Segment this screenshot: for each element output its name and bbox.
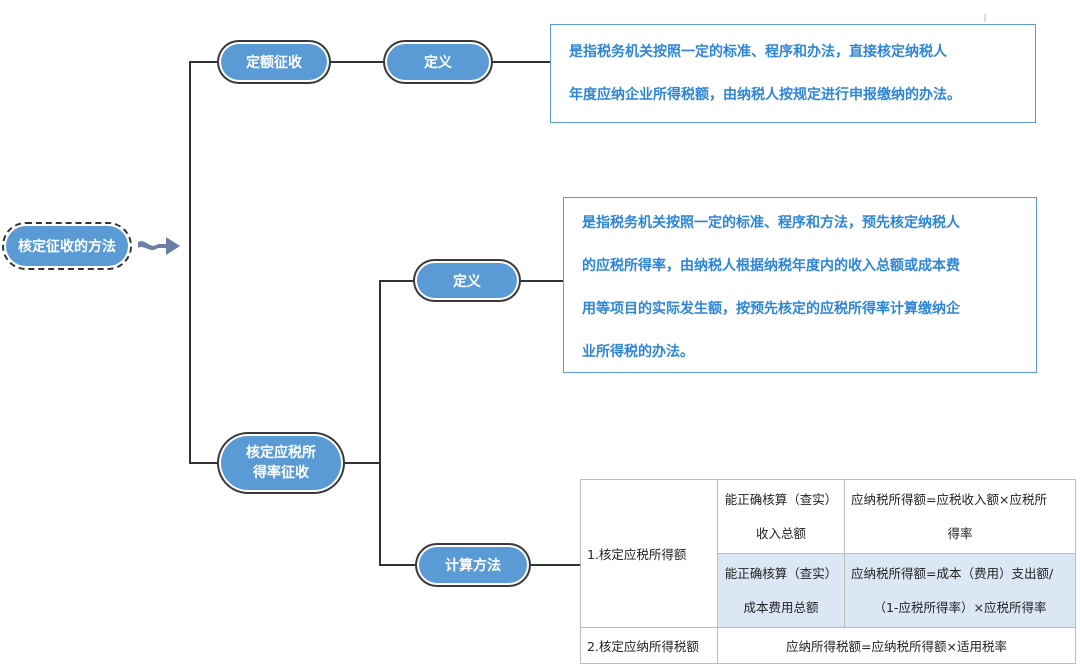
table-cell-revenue-formula: 应纳税所得额=应税收入额×应税所得率 <box>844 479 1076 554</box>
calc-table: 1.核定应税所得额 能正确核算（查实）收入总额 应纳税所得额=应税收入额×应税所… <box>580 479 1076 664</box>
definition1-line: 是指税务机关按照一定的标准、程序和办法，直接核定纳税人 <box>569 44 947 60</box>
branch-fixed-amount-label: 定额征收 <box>246 55 302 71</box>
definition2-line: 用等项目的实际发生额，按预先核定的应税所得率计算缴纳企 <box>582 301 960 317</box>
branch-rate-node[interactable]: 核定应税所 得率征收 <box>221 436 341 490</box>
definition2-line: 的应税所得率，由纳税人根据纳税年度内的收入总额或成本费 <box>582 258 960 274</box>
branch-rate-label-line1: 核定应税所 <box>246 445 316 461</box>
branch-fixed-amount-node[interactable]: 定额征收 <box>221 44 327 80</box>
trunk-line <box>189 61 220 464</box>
table-row3-formula: 应纳所得税额=应纳税所得额×适用税率 <box>717 627 1076 664</box>
table-cell-revenue: 能正确核算（查实）收入总额 <box>717 479 845 554</box>
table-cell-cost: 能正确核算（查实）成本费用总额 <box>717 553 845 628</box>
table-row1-label: 1.核定应税所得额 <box>580 479 718 628</box>
table-row3-label: 2.核定应纳所得税额 <box>580 627 718 664</box>
definition1-line: 年度应纳企业所得税额，由纳税人按规定进行申报缴纳的办法。 <box>569 87 961 103</box>
definition2-label: 定义 <box>453 273 481 290</box>
root-node-label: 核定征收的方法 <box>18 239 116 255</box>
subtrunk-line <box>379 280 418 566</box>
root-node-outline <box>2 222 132 270</box>
branch-rate-label-line2: 得率征收 <box>253 465 309 481</box>
definition1-label: 定义 <box>424 55 452 71</box>
root-node[interactable]: 核定征收的方法 <box>6 226 128 266</box>
table-cell-cost-formula: 应纳税所得额=成本（费用）支出额/（1-应税所得率）×应税所得率 <box>844 553 1076 628</box>
arrow-right-icon <box>138 237 180 255</box>
definition2-line: 是指税务机关按照一定的标准、程序和方法，预先核定纳税人 <box>582 215 960 231</box>
definition1-textbox: 是指税务机关按照一定的标准、程序和办法，直接核定纳税人 年度应纳企业所得税额，由… <box>550 24 1036 123</box>
definition2-line: 业所得税的办法。 <box>582 344 694 360</box>
calc-method-label: 计算方法 <box>445 558 501 574</box>
definition2-textbox: 是指税务机关按照一定的标准、程序和方法，预先核定纳税人 的应税所得率，由纳税人根… <box>563 197 1037 373</box>
calc-method-node[interactable]: 计算方法 <box>419 547 527 583</box>
definition1-node[interactable]: 定义 <box>387 44 489 80</box>
definition2-node[interactable]: 定义 <box>417 263 517 298</box>
